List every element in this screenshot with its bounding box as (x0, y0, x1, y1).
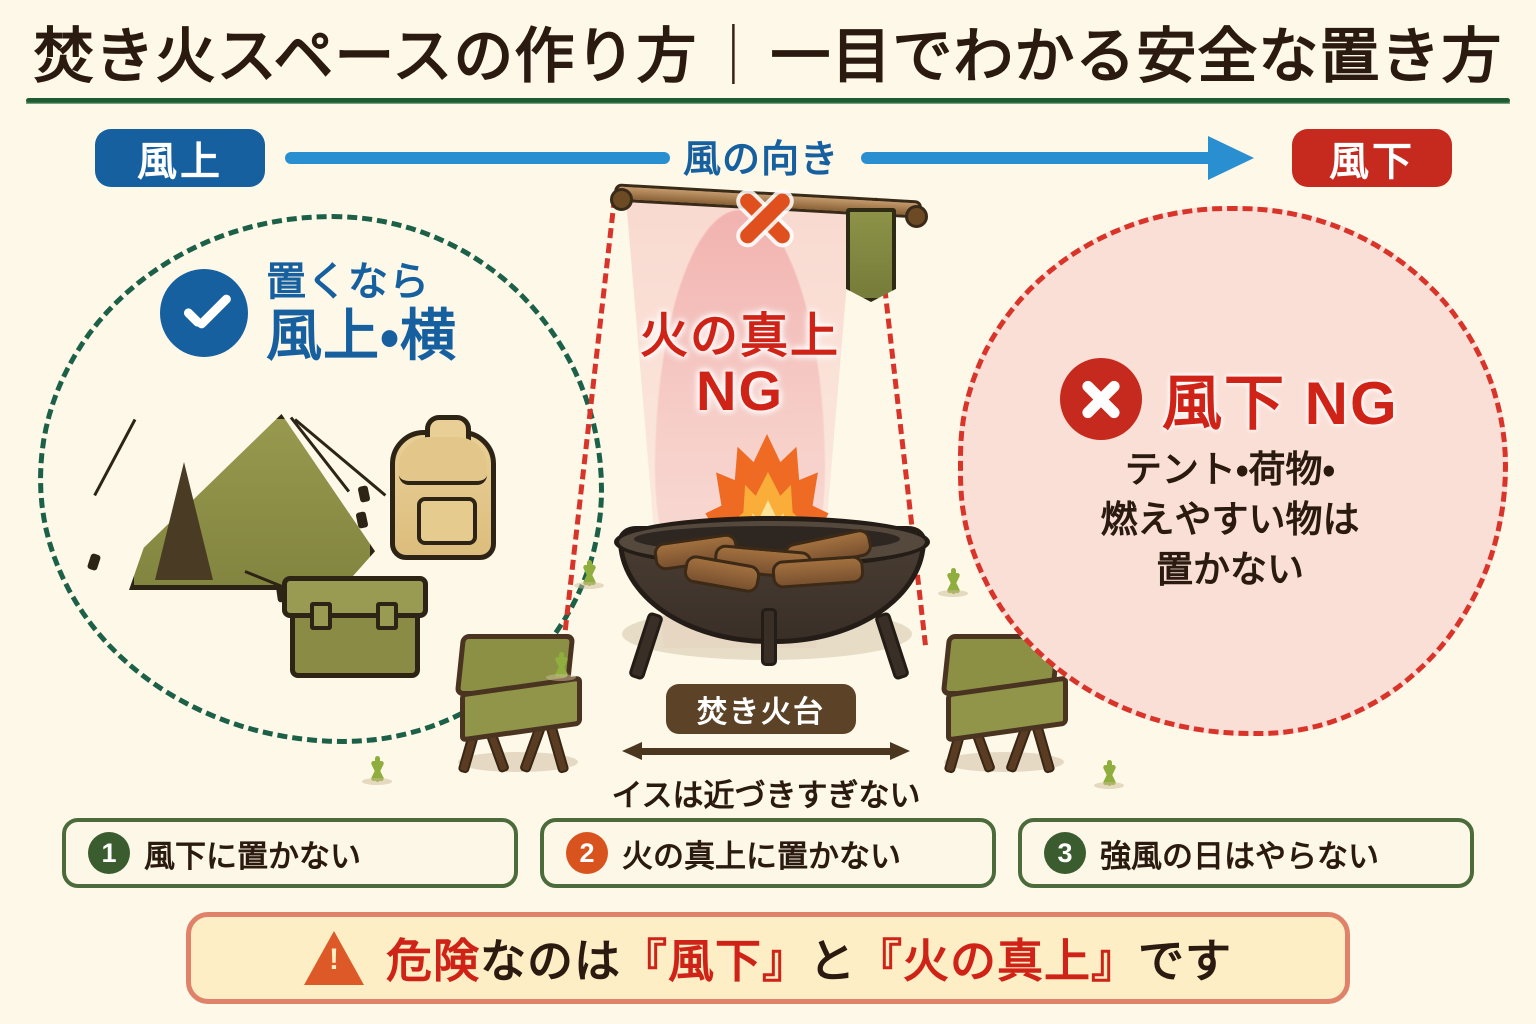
backpack-pocket (417, 497, 477, 545)
chair-distance-caption: イスは近づきすぎない (611, 778, 921, 813)
warning-part-4: と (809, 935, 856, 987)
windward-badge: 風上 (95, 129, 265, 187)
check-circle-icon (160, 269, 248, 357)
chair-shadow (944, 752, 1064, 772)
arrow-head-left-icon (622, 742, 642, 760)
ok-zone-header: 置くなら 風上・横 (160, 262, 457, 364)
page-title: 焚き火スペースの作り方｜一目でわかる安全な置き方 (0, 8, 1536, 95)
wind-direction-label: 風の向き (683, 139, 840, 181)
rule-label: 火の真上に置かない (622, 838, 901, 874)
rule-card-3[interactable]: 3 強風の日はやらない (1018, 818, 1474, 888)
pole-end-knob (905, 205, 928, 228)
grass-tuft (938, 568, 968, 597)
center-ng-line1: 火の真上 (639, 310, 840, 363)
ok-zone-line1: 置くなら (266, 260, 430, 304)
warning-part-leeward: 『風下』 (621, 935, 809, 987)
leeward-badge: 風下 (1292, 129, 1452, 187)
wind-line-right (861, 152, 1216, 164)
chair-distance-arrow (622, 742, 910, 760)
pole-end-knob (610, 188, 633, 211)
grass-tuft (1094, 760, 1124, 789)
fire-pit-illustration (596, 430, 936, 690)
backpack-flap (399, 437, 487, 485)
grass-tuft (546, 652, 576, 681)
rule-number-badge: 1 (88, 832, 130, 874)
wind-line-left (285, 152, 670, 164)
towel-illustration (846, 208, 896, 302)
warning-part-6: です (1138, 935, 1232, 987)
fire-pit-leg (761, 608, 777, 666)
ng-body-line3: 置かない (1156, 548, 1304, 590)
rule-label: 強風の日はやらない (1100, 838, 1379, 874)
rule-number-badge: 3 (1044, 832, 1086, 874)
tent-illustration (86, 400, 395, 620)
title-divider (26, 98, 1510, 104)
page-title-separator: ｜ (703, 23, 765, 90)
grass-tuft (574, 560, 604, 589)
crate-lid (282, 576, 428, 618)
arrow-bar (638, 748, 894, 755)
grass-tuft (362, 756, 392, 785)
ng-zone-title: 風下 NG (1162, 370, 1399, 437)
rule-label: 風下に置かない (144, 838, 361, 874)
ok-zone-outline (38, 214, 604, 744)
center-ng-line2: NG (696, 359, 784, 423)
warning-part-above-fire: 『火の真上』 (856, 935, 1138, 987)
rule-card-1[interactable]: 1 風下に置かない (62, 818, 518, 888)
x-circle-icon (1060, 357, 1142, 440)
rule-number-badge: 2 (566, 832, 608, 874)
ok-zone-line2: 風上・横 (266, 304, 458, 367)
ng-zone-body: テント・荷物・ 燃えやすい物は 置かない (1000, 445, 1460, 595)
page-title-sub: 一目でわかる安全な置き方 (770, 23, 1503, 90)
wind-arrow-icon (1208, 136, 1254, 180)
tent-peg (357, 485, 371, 503)
warning-triangle-icon (304, 931, 364, 985)
page-title-main: 焚き火スペースの作り方 (33, 23, 698, 90)
chair-shadow (458, 752, 578, 772)
ng-body-line1: テント・荷物・ (1124, 449, 1336, 490)
storage-crate-illustration (282, 576, 428, 678)
ng-body-line2: 燃えやすい物は (1100, 498, 1360, 540)
camp-chair-left (452, 630, 582, 775)
warning-part-2: なのは (480, 935, 621, 987)
tent-guyline (93, 418, 137, 497)
tent-peg (355, 511, 369, 529)
x-mark-icon (733, 185, 797, 249)
crate-latch (376, 602, 398, 630)
rule-card-2[interactable]: 2 火の真上に置かない (540, 818, 996, 888)
warning-part-danger: 危険 (386, 935, 480, 987)
ng-zone-area (958, 206, 1508, 736)
crate-latch (310, 602, 332, 630)
warning-banner: 危険なのは『風下』と『火の真上』です (186, 912, 1350, 1004)
warning-text: 危険なのは『風下』と『火の真上』です (386, 925, 1232, 991)
rules-list: 1 風下に置かない 2 火の真上に置かない 3 強風の日はやらない (62, 818, 1474, 888)
ng-zone-header: 風下 NG (1060, 355, 1399, 442)
backpack-illustration (390, 415, 496, 560)
center-ng-text: 火の真上 NG (604, 310, 876, 423)
arrow-head-right-icon (890, 742, 910, 760)
camp-chair-right (938, 630, 1068, 775)
fire-pit-label: 焚き火台 (666, 684, 856, 734)
